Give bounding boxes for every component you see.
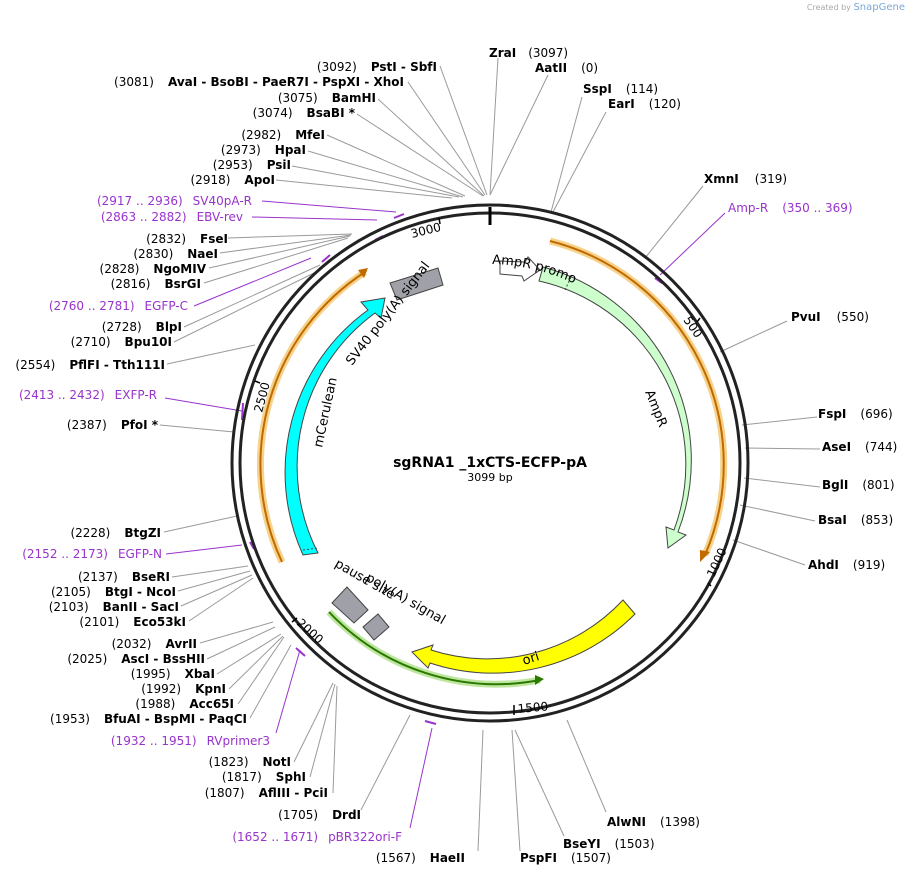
enzyme-label: EarI(120) xyxy=(608,97,681,111)
enzyme-label: AatII(0) xyxy=(535,61,598,75)
orf-arcs xyxy=(256,237,728,688)
primer-label: (2413 .. 2432)EXFP-R xyxy=(19,388,157,402)
enzyme-label: (1807)AflIII - PciI xyxy=(205,786,328,800)
enzyme-label: (2032)AvrII xyxy=(112,637,197,651)
enzyme-label: PspFI(1507) xyxy=(520,851,611,865)
enzyme-label: (2953)PsiI xyxy=(213,158,291,172)
map-title: sgRNA1 _1xCTS-ECFP-pA xyxy=(393,455,587,471)
enzyme-label: (3081)AvaI - BsoBI - PaeR7I - PspXI - Xh… xyxy=(114,75,404,89)
enzyme-label: XmnI(319) xyxy=(704,172,787,186)
enzyme-label: (1567)HaeII xyxy=(376,851,465,865)
enzyme-label: BglI(801) xyxy=(822,478,895,492)
feature-pause-site xyxy=(331,586,369,624)
enzyme-label: PvuI(550) xyxy=(791,310,869,324)
enzyme-label: (1953)BfuAI - BspMI - PaqCI xyxy=(50,712,247,726)
primer-label: (2152 .. 2173)EGFP-N xyxy=(22,547,162,561)
enzyme-label: (2918)ApoI xyxy=(191,173,276,187)
label-ori: ori xyxy=(521,649,542,668)
primer-label: (1652 .. 1671)pBR322ori-F xyxy=(232,830,402,844)
enzyme-label: AhdI(919) xyxy=(808,558,885,572)
enzyme-label: (2830)NaeI xyxy=(133,247,218,261)
enzyme-label: (2982)MfeI xyxy=(241,128,325,142)
enzyme-label: AseI(744) xyxy=(822,440,897,454)
enzyme-label: (2105)BtgI - NcoI xyxy=(51,585,176,599)
enzyme-label: ZraI(3097) xyxy=(489,46,568,60)
primer-labels-left: (2917 .. 2936)SV40pA-R (2863 .. 2882)EBV… xyxy=(19,194,402,844)
enzyme-label: AlwNI(1398) xyxy=(607,815,700,829)
tick-label-3000: 3000 xyxy=(409,220,442,241)
primer-mark-pbr322ori-f xyxy=(424,720,437,725)
leader-lines xyxy=(159,57,821,852)
tick-marks xyxy=(254,217,712,715)
enzyme-label: BsaI(853) xyxy=(818,513,893,527)
feature-track xyxy=(284,256,692,674)
snapgene-logo: SnapGene xyxy=(853,2,905,13)
enzyme-label: (1995)XbaI xyxy=(131,667,215,681)
enzyme-label: (1817)SphI xyxy=(222,770,306,784)
label-ampr: AmpR xyxy=(641,388,669,430)
primer-label: (2760 .. 2781)EGFP-C xyxy=(49,299,188,313)
primer-mark-sv40pa-r xyxy=(393,213,405,219)
primer-label: (2917 .. 2936)SV40pA-R xyxy=(97,194,252,208)
enzyme-label: (1992)KpnI xyxy=(141,682,226,696)
enzyme-label: (2137)BseRI xyxy=(78,570,170,584)
enzyme-label: (2228)BtgZI xyxy=(70,526,161,540)
enzyme-label: (2973)HpaI xyxy=(221,143,306,157)
credit-text: Created by xyxy=(806,3,851,12)
enzyme-label: (2025)AscI - BssHII xyxy=(67,652,205,666)
enzyme-label: (2828)NgoMIV xyxy=(100,262,207,276)
enzyme-label: (2387)PfoI * xyxy=(67,418,159,432)
enzyme-labels-left: (3092)PstI - SbfI (3081)AvaI - BsoBI - P… xyxy=(15,60,437,800)
enzyme-label: (2832)FseI xyxy=(146,232,228,246)
primer-mark-exfp-r xyxy=(241,402,244,421)
primer-label-amp-r: Amp-R(350 .. 369) xyxy=(728,201,853,215)
enzyme-label: (3075)BamHI xyxy=(278,91,376,105)
orf-mcerulean xyxy=(256,269,367,564)
primer-mark-rvprimer3 xyxy=(295,647,306,657)
enzyme-label: (1823)NotI xyxy=(209,755,291,769)
feature-ampr xyxy=(538,266,692,549)
primer-mark-egfp-c xyxy=(321,254,331,263)
feature-mcerulean xyxy=(284,297,386,556)
feature-sv40-polya-signal xyxy=(389,267,444,301)
enzyme-label: FspI(696) xyxy=(818,407,893,421)
enzyme-label: (1705)DrdI xyxy=(278,808,361,822)
enzyme-labels-right: ZraI(3097) AatII(0) SspI(114) EarI(120) … xyxy=(278,46,897,865)
enzyme-label: (3074)BsaBI * xyxy=(253,106,356,120)
tick-label-1500: 1500 xyxy=(517,699,549,716)
enzyme-label: (2728)BlpI xyxy=(102,320,182,334)
feature-polya-signal xyxy=(362,613,390,641)
enzyme-label: (2101)Eco53kI xyxy=(79,615,186,629)
primer-leader-lines xyxy=(164,200,726,829)
enzyme-label: (1988)Acc65I xyxy=(135,697,234,711)
primer-label: (2863 .. 2882)EBV-rev xyxy=(101,210,243,224)
enzyme-label: (2710)Bpu10I xyxy=(71,335,172,349)
enzyme-label: (2816)BsrGI xyxy=(111,277,201,291)
enzyme-label: (2103)BanII - SacI xyxy=(49,600,179,614)
enzyme-label: SspI(114) xyxy=(583,82,658,96)
enzyme-label: BseYI(1503) xyxy=(563,837,655,851)
snapgene-credit: Created by SnapGene xyxy=(807,2,905,13)
primer-label: (1932 .. 1951)RVprimer3 xyxy=(111,734,270,748)
map-length: 3099 bp xyxy=(467,471,512,484)
tick-label-2000: 2000 xyxy=(294,616,326,647)
label-mcerulean: mCerulean xyxy=(311,376,340,449)
enzyme-label: (2554)PflFI - Tth111I xyxy=(15,358,165,372)
feature-ori xyxy=(411,599,636,674)
enzyme-label: (3092)PstI - SbfI xyxy=(317,60,437,74)
feature-ampr-promoter xyxy=(499,256,541,282)
